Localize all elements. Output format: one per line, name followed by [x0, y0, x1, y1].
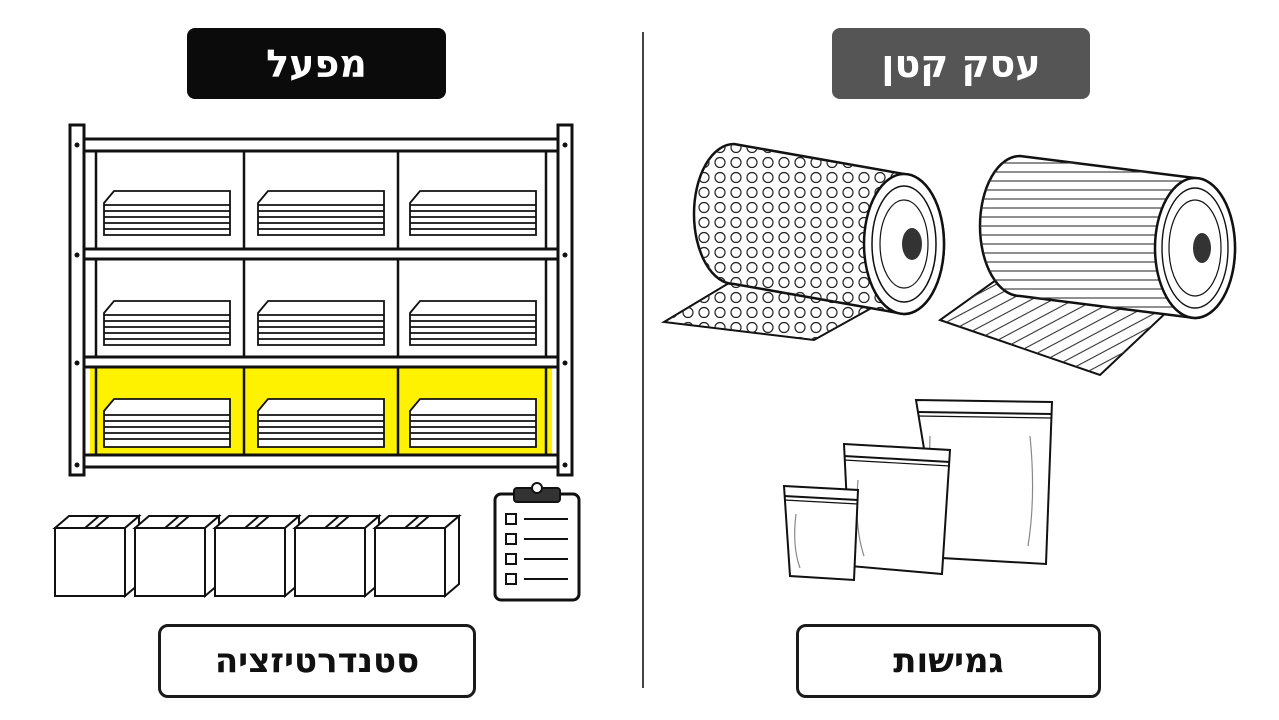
cardboard-boxes-row	[52, 513, 462, 599]
flexibility-label-text: גמישות	[893, 641, 1004, 681]
small-business-title: עסק קטן	[832, 28, 1090, 99]
center-divider	[642, 32, 644, 688]
standardization-label: סטנדרטיזציה	[158, 624, 476, 698]
zip-bag-icon	[782, 398, 1054, 582]
small-business-title-text: עסק קטן	[881, 41, 1041, 86]
clipboard-checklist-icon	[493, 482, 581, 602]
standardization-label-text: סטנדרטיזציה	[214, 641, 420, 681]
factory-title: מפעל	[187, 28, 446, 99]
flexibility-label: גמישות	[796, 624, 1101, 698]
corrugated-roll-icon	[937, 154, 1237, 377]
bubble-wrap-roll-icon	[660, 142, 946, 342]
factory-title-text: מפעל	[266, 41, 367, 86]
shelving-unit-icon	[68, 123, 574, 477]
